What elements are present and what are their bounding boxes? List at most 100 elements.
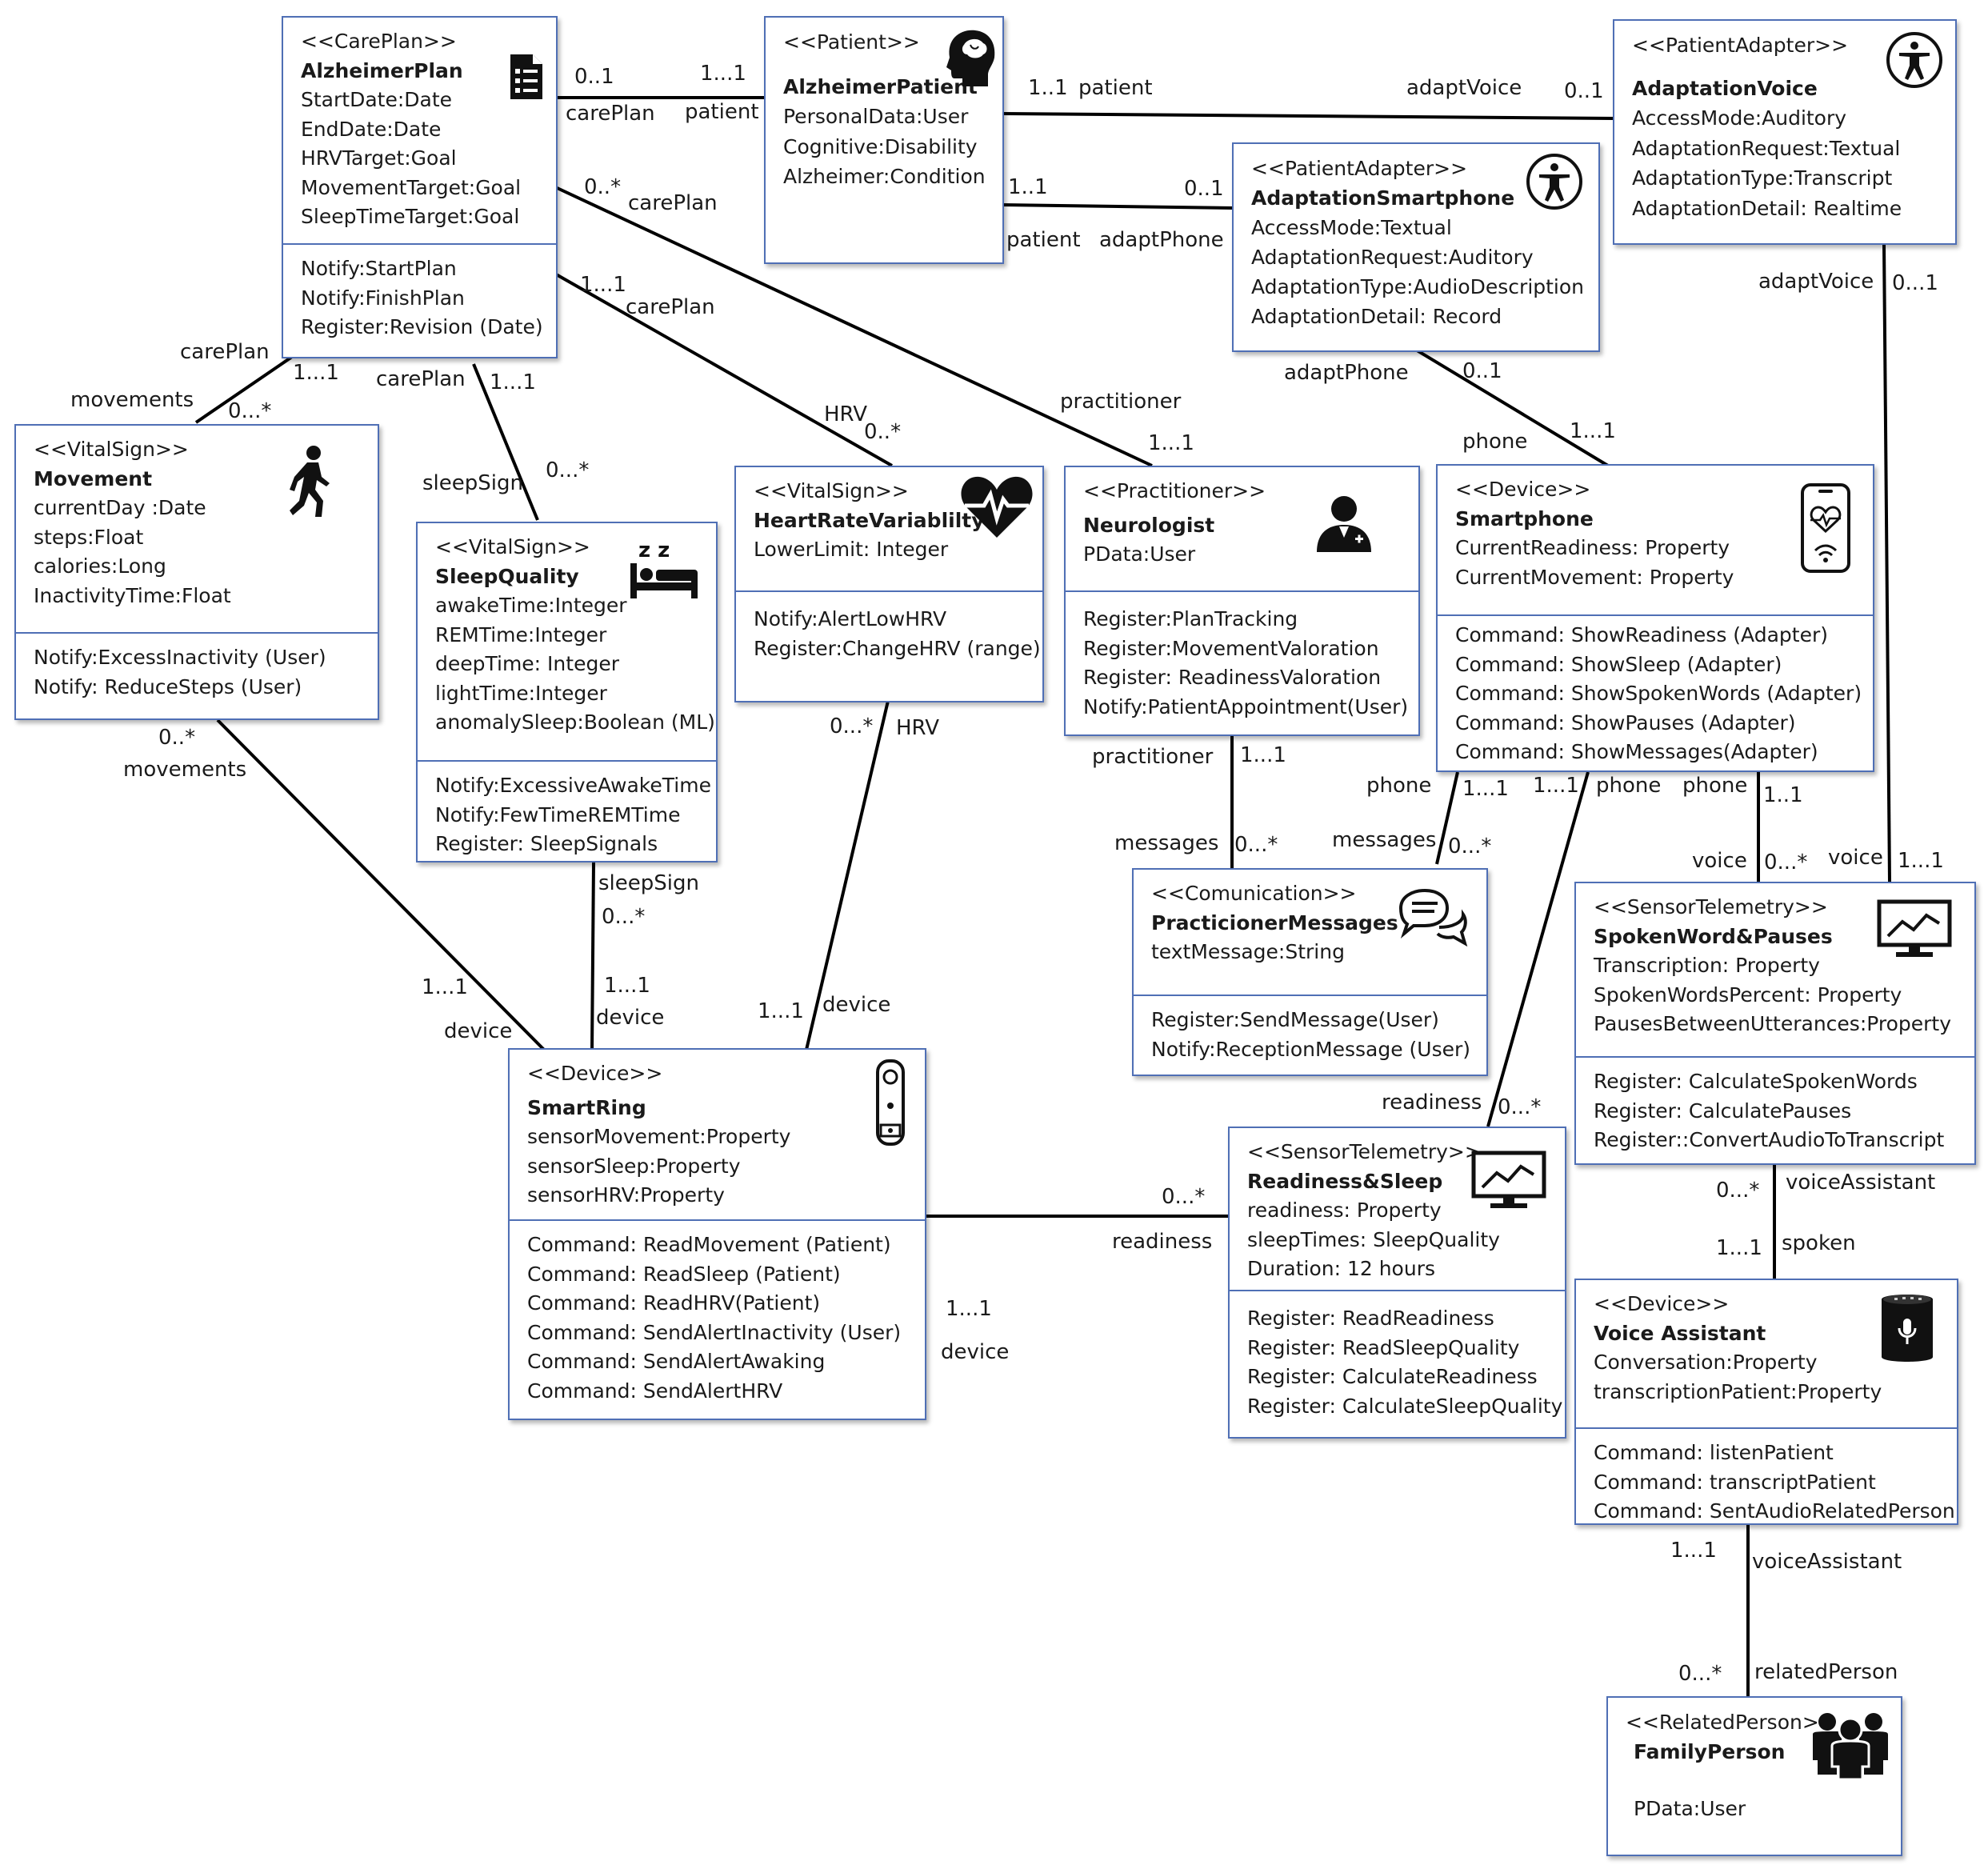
operation: Command: ShowPauses (Adapter) [1455,710,1796,734]
attribute: PausesBetweenUtterances:Property [1594,1012,1952,1035]
multiplicity-label: 1...1 [1898,849,1944,873]
stereotype: <<Device>> [1455,478,1591,501]
class-name: Neurologist [1083,513,1215,537]
multiplicity-label: 0...* [1448,834,1492,858]
multiplicity-label: 1...1 [1716,1236,1762,1260]
class-patient[interactable]: <<Patient>> AlzheimerPatient PersonalDat… [764,16,1004,264]
role-label: HRV [896,716,939,740]
class-careplan[interactable]: <<CarePlan>> AlzheimerPlan StartDate:Dat… [282,16,558,358]
operation: Register: CalculatePauses [1594,1099,1852,1123]
accessibility-icon [1886,32,1942,88]
assoc-patient-voiceadapter [999,112,1615,120]
operations-compartment: Notify:ExcessiveAwakeTime Notify:FewTime… [418,760,716,867]
attribute: sleepTimes: SleepQuality [1247,1227,1500,1251]
operation: Command: ReadHRV(Patient) [527,1291,821,1315]
role-label: adaptVoice [1406,76,1522,100]
multiplicity-label: 1...1 [1670,1539,1717,1563]
multiplicity-label: 0...* [830,714,874,738]
class-adaptation-voice[interactable]: <<PatientAdapter>> AdaptationVoice Acces… [1613,19,1957,245]
class-adaptation-smartphone[interactable]: <<PatientAdapter>> AdaptationSmartphone … [1232,142,1600,352]
class-smartphone[interactable]: <<Device>> Smartphone CurrentReadiness: … [1436,464,1874,772]
assoc-hrv-ring [805,700,890,1051]
attribute: PData:User [1634,1797,1746,1820]
class-spoken-word-pauses[interactable]: <<SensorTelemetry>> SpokenWord&Pauses Tr… [1574,882,1976,1165]
role-label: patient [1006,228,1081,252]
assoc-phoneadapter-smartphone [1413,347,1610,467]
class-name: AdaptationVoice [1632,76,1818,100]
multiplicity-label: 0..1 [1462,359,1502,383]
monitor-chart-icon [1471,1151,1546,1208]
attribute: textMessage:String [1151,940,1345,963]
smart-ring-icon [876,1059,905,1146]
class-movement[interactable]: <<VitalSign>> Movement currentDay :Date … [14,424,379,720]
operations-compartment: Register: CalculateSpokenWords Register:… [1576,1056,1974,1163]
stereotype: <<PatientAdapter>> [1251,157,1468,180]
class-name: Smartphone [1455,506,1594,530]
role-label: voice [1828,846,1883,870]
role-label: device [941,1340,1010,1364]
attribute: deepTime: Integer [435,652,619,675]
role-label: carePlan [626,295,715,319]
multiplicity-label: 1...1 [1240,743,1286,767]
role-label: carePlan [628,191,718,215]
sleep-z-text: z z [638,538,670,562]
operations-compartment: Command: ShowReadiness (Adapter) Command… [1438,614,1873,775]
class-sleep-quality[interactable]: <<VitalSign>> SleepQuality awakeTime:Int… [416,522,718,862]
class-name: Movement [34,466,153,490]
attribute: InactivityTime:Float [34,583,231,607]
attribute: lightTime:Integer [435,681,607,705]
role-label: messages [1114,831,1219,855]
operation: Register:Revision (Date) [301,315,543,338]
multiplicity-label: 0...* [1764,850,1808,874]
stereotype: <<RelatedPerson>> [1626,1711,1836,1734]
multiplicity-label: 0..* [584,175,622,199]
operation: Notify:FinishPlan [301,286,465,310]
multiplicity-label: 1...1 [422,975,468,999]
class-family-person[interactable]: <<RelatedPerson>> FamilyPerson PData:Use… [1606,1696,1902,1856]
operations-compartment: Notify:AlertLowHRV Register:ChangeHRV (r… [736,590,1042,671]
multiplicity-label: 1...1 [1570,419,1616,443]
operation: Command: ShowReadiness (Adapter) [1455,623,1828,646]
stereotype: <<SensorTelemetry>> [1247,1140,1482,1163]
attribute: AdaptationRequest:Textual [1632,136,1901,160]
smart-speaker-icon [1882,1295,1933,1362]
attribute: AdaptationType:Transcript [1632,166,1893,190]
class-heart-rate-variability[interactable]: <<VitalSign>> HeartRateVariablilty Lower… [734,466,1044,702]
class-voice-assistant[interactable]: <<Device>> Voice Assistant Conversation:… [1574,1279,1958,1525]
chat-bubbles-icon [1398,888,1468,947]
role-label: voice [1692,849,1747,873]
multiplicity-label: 1...1 [1533,774,1579,798]
role-label: device [444,1019,513,1043]
stereotype: <<Comunication>> [1151,882,1357,905]
role-label: carePlan [376,367,466,391]
multiplicity-label: 1..1 [1028,76,1068,100]
role-label: carePlan [566,102,655,126]
smartphone-heart-icon [1801,483,1850,573]
operation: Register:MovementValoration [1083,636,1379,660]
class-practicioner-messages[interactable]: <<Comunication>> PracticionerMessages te… [1132,868,1488,1076]
class-readiness-sleep[interactable]: <<SensorTelemetry>> Readiness&Sleep read… [1228,1127,1566,1439]
attribute: sensorMovement:Property [527,1125,791,1148]
multiplicity-label: 1...1 [758,999,804,1023]
multiplicity-label: 0...* [1678,1662,1722,1686]
stereotype: <<SensorTelemetry>> [1594,895,1828,918]
class-name: AdaptationSmartphone [1251,186,1515,210]
assoc-careplan-sleep [472,363,539,521]
multiplicity-label: 0..1 [1564,79,1604,103]
class-neurologist[interactable]: <<Practitioner>> Neurologist PData:User … [1064,466,1420,736]
stereotype: <<VitalSign>> [435,535,590,558]
class-smart-ring[interactable]: <<Device>> SmartRing sensorMovement:Prop… [508,1048,926,1420]
multiplicity-label: 1..1 [1008,175,1048,199]
attribute: steps:Float [34,525,144,549]
class-name: PracticionerMessages [1151,910,1398,934]
operation: Register: CalculateReadiness [1247,1365,1538,1388]
assoc-careplan-hrv [551,270,893,467]
stereotype: <<Device>> [527,1062,663,1085]
operation: Notify:AlertLowHRV [754,607,947,630]
people-group-icon [1813,1713,1888,1781]
class-name: SpokenWord&Pauses [1594,924,1833,948]
attribute: calories:Long [34,554,166,578]
multiplicity-label: 1..1 [1763,783,1803,807]
attribute: anomalySleep:Boolean (ML) [435,710,715,734]
